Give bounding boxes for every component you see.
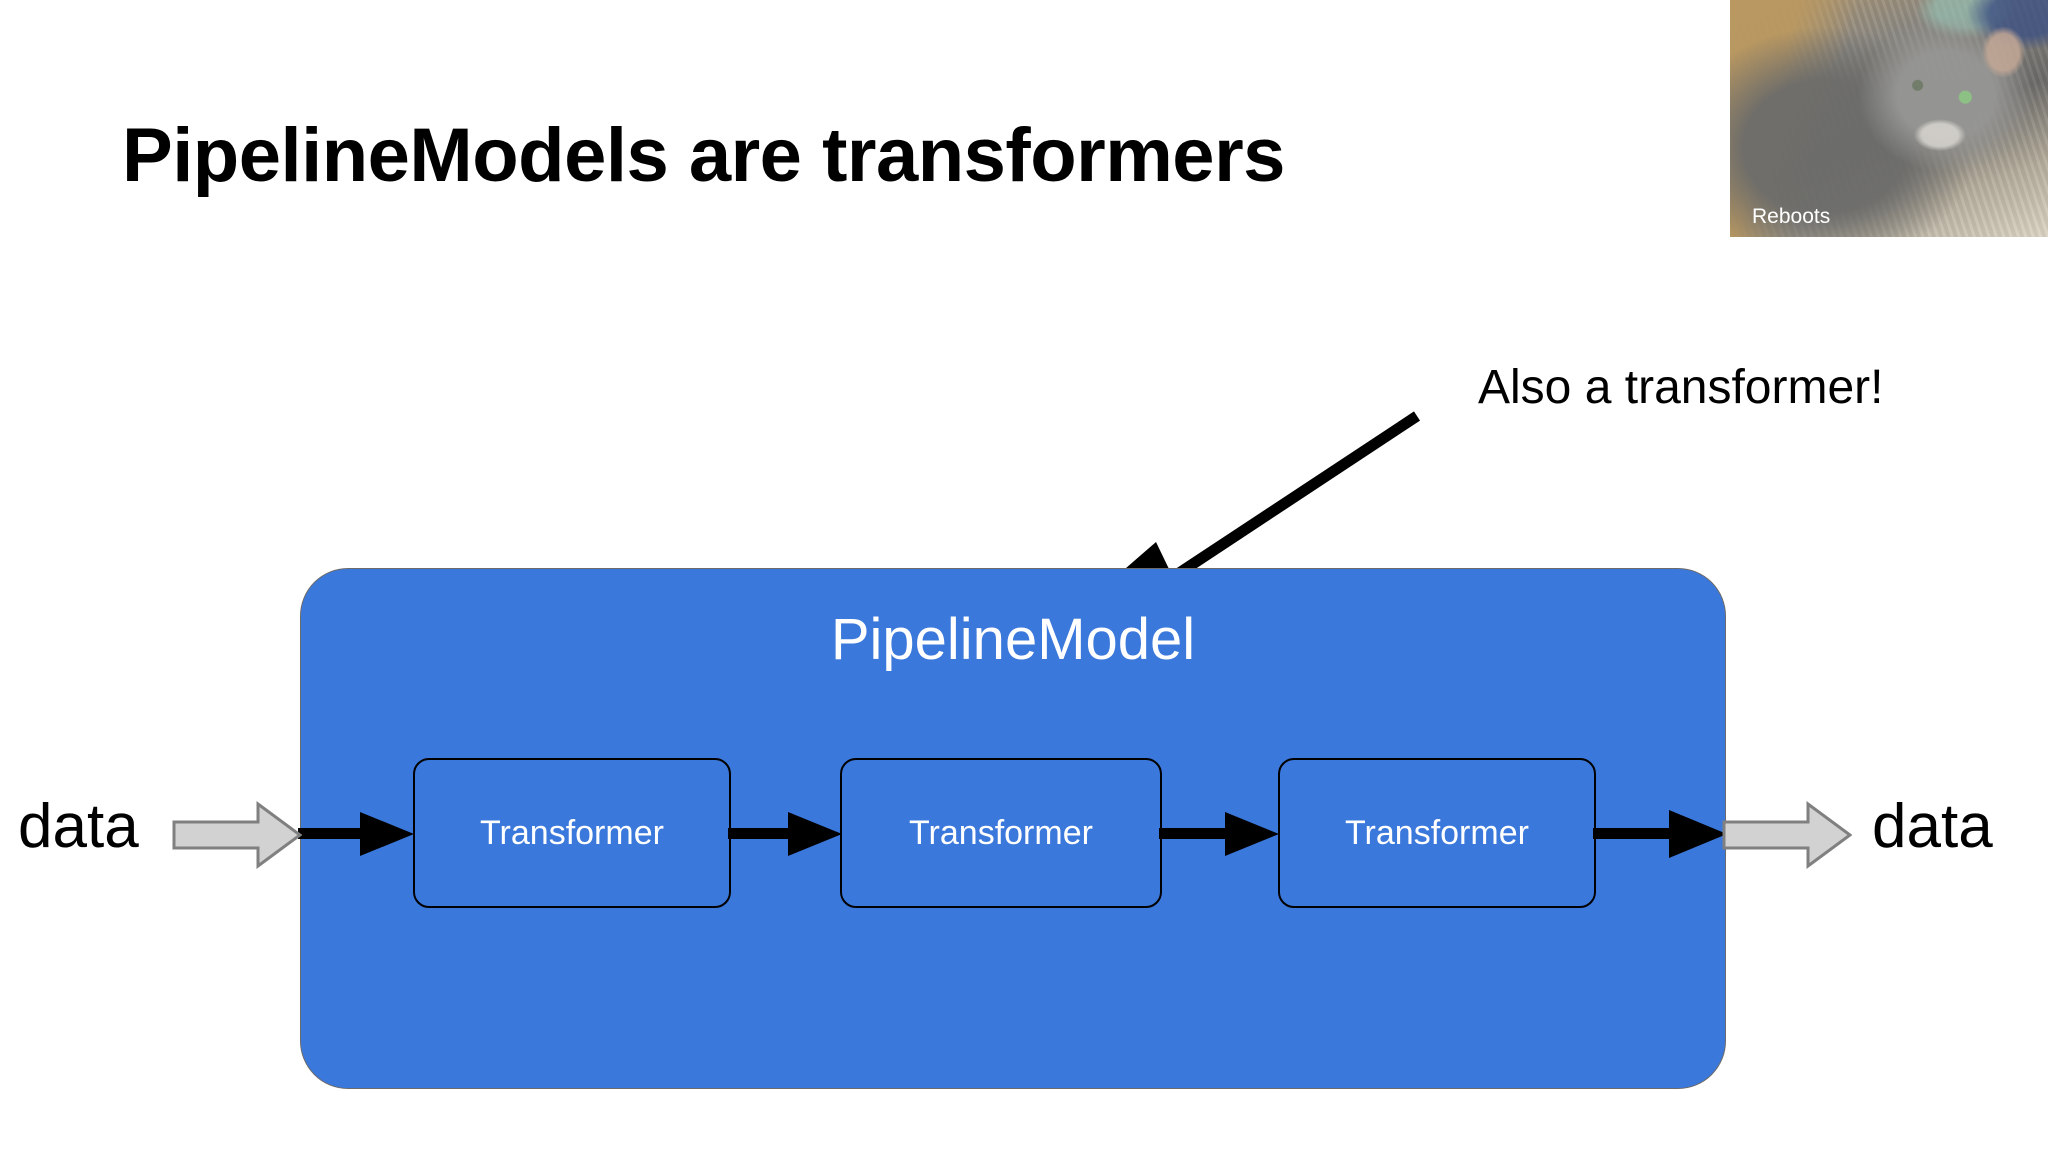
cat-photo-image xyxy=(1730,0,2048,237)
page-title: PipelineModels are transformers xyxy=(122,113,1285,198)
transformer-stage-3: Transformer xyxy=(1278,758,1596,908)
annotation-label: Also a transformer! xyxy=(1478,361,1884,414)
arrow-right-icon xyxy=(1159,812,1279,856)
input-data-label: data xyxy=(18,792,139,861)
arrow-right-icon xyxy=(298,812,414,856)
transformer-stage-3-label: Transformer xyxy=(1345,814,1529,852)
arrow-right-icon xyxy=(1593,810,1727,858)
block-arrow-right-icon xyxy=(172,801,302,869)
cat-photo-caption: Reboots xyxy=(1752,205,1831,228)
arrow-right-icon xyxy=(728,812,842,856)
pipeline-model-label: PipelineModel xyxy=(830,607,1196,672)
output-data-label: data xyxy=(1872,792,1993,861)
block-arrow-right-icon xyxy=(1722,801,1852,869)
transformer-stage-1-label: Transformer xyxy=(480,814,664,852)
transformer-stage-2: Transformer xyxy=(840,758,1162,908)
transformer-stage-1: Transformer xyxy=(413,758,731,908)
cat-photo: Reboots xyxy=(1730,0,2048,237)
transformer-stage-2-label: Transformer xyxy=(909,814,1093,852)
